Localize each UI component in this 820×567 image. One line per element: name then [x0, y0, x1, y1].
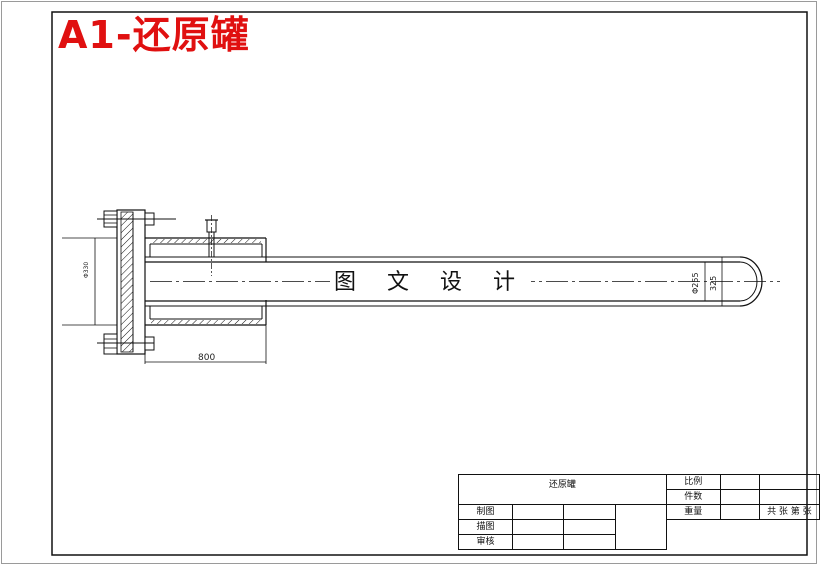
inner-diameter-label: Φ255 [691, 272, 700, 294]
checked-by-label: 审核 [457, 534, 514, 550]
quantity-value [719, 489, 760, 505]
outer-jacket [145, 237, 267, 326]
scale-value [719, 474, 760, 490]
checked-by-name [512, 534, 565, 550]
drawn-by-date [563, 504, 616, 520]
weight-value [719, 504, 760, 520]
title-block-blank [614, 504, 667, 550]
end-dimensions [704, 257, 723, 306]
company-area [666, 520, 819, 550]
outer-diameter-label: 325 [709, 275, 718, 291]
flange-plate [116, 209, 146, 355]
page-title: A1-还原罐 [58, 13, 250, 57]
traced-by-date [563, 519, 616, 535]
drawn-by-name [512, 504, 565, 520]
traced-by-label: 描图 [457, 519, 514, 535]
drawing-border [51, 11, 808, 556]
checked-by-date [563, 534, 616, 550]
title-block: 还原罐 比例 件数 制图 重量 共 张 第 张 描图 审核 [457, 474, 820, 550]
sheets-label: 共 张 第 张 [758, 504, 820, 520]
inlet-pipe [205, 215, 218, 276]
scale-extra [758, 474, 820, 490]
quantity-label: 件数 [665, 489, 721, 505]
drawn-by-label: 制图 [457, 504, 514, 520]
part-name: 还原罐 [458, 474, 667, 505]
flange-dimension [62, 237, 117, 326]
scale-label: 比例 [665, 474, 721, 490]
flange-diameter-label: Φ330 [83, 261, 90, 278]
length-dimension [144, 325, 267, 364]
length-dimension-label: 800 [198, 353, 216, 363]
watermark: 图 文 设 计 [330, 270, 531, 296]
bolt-bottom [97, 333, 155, 355]
weight-label: 重量 [665, 504, 721, 520]
traced-by-name [512, 519, 565, 535]
quantity-extra [758, 489, 820, 505]
bolt-top [97, 210, 176, 228]
